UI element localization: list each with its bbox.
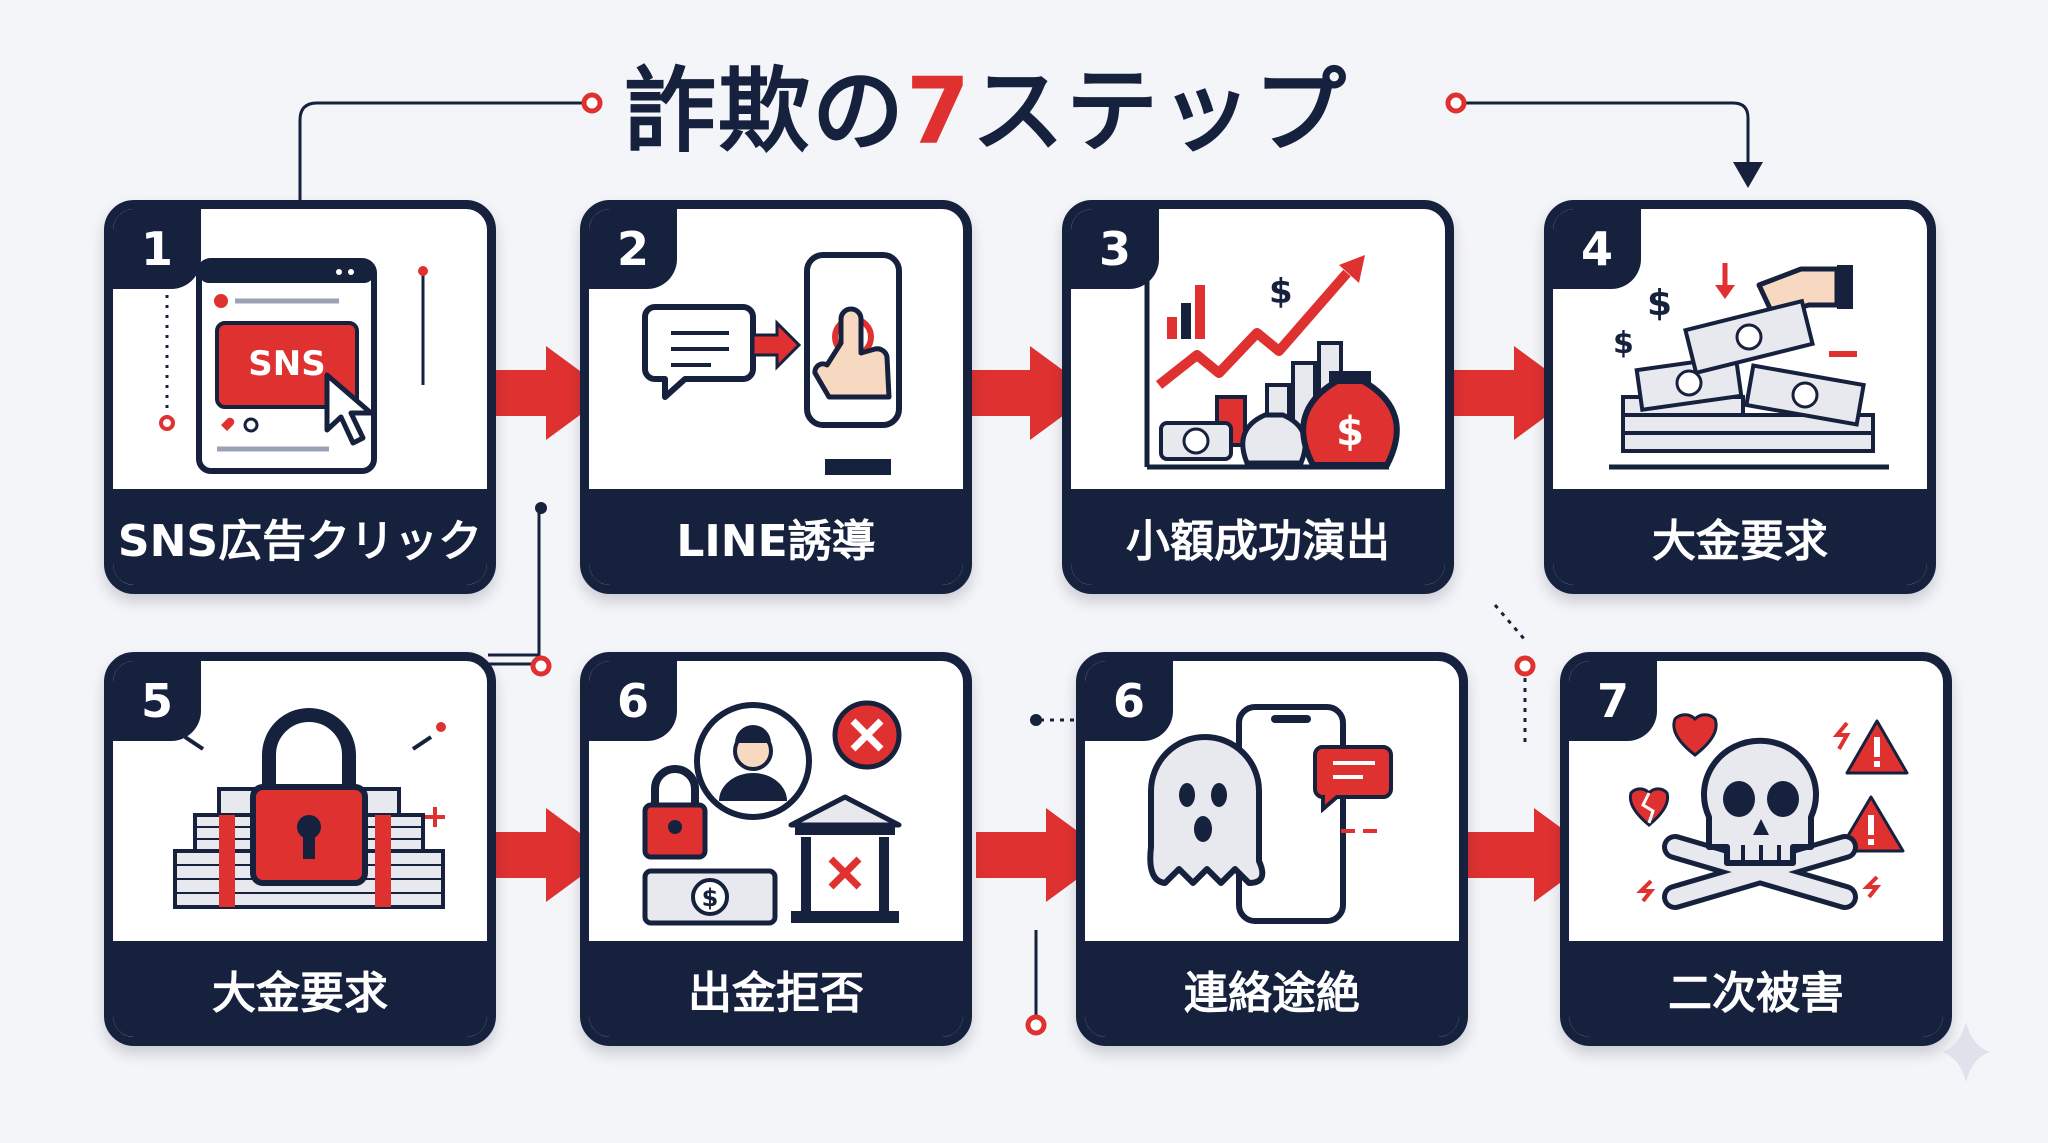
step-card-6b: 6 連絡途絶	[1076, 652, 1468, 1046]
title-number: 7	[906, 58, 973, 165]
step-label: 二次被害	[1569, 941, 1943, 1037]
connector-dot	[1030, 714, 1042, 726]
step-number: 4	[1553, 209, 1641, 289]
step-label: LINE誘導	[589, 489, 963, 585]
sns-ad-click-icon: SNS	[159, 258, 428, 474]
step-number: 2	[589, 209, 677, 289]
svg-text:SNS: SNS	[248, 344, 325, 384]
down-arrowhead	[1733, 162, 1763, 188]
step-number: 7	[1569, 661, 1657, 741]
step-label: 大金要求	[113, 941, 487, 1037]
flow-arrow	[960, 346, 1094, 440]
step-label: 連絡途絶	[1085, 941, 1459, 1037]
step-label: SNS広告クリック	[113, 489, 487, 585]
money-stacks-icon: $ $	[1609, 263, 1889, 470]
profit-chart-icon: $ $	[1144, 255, 1400, 470]
svg-text:$: $	[1647, 283, 1672, 324]
step-number: 6	[589, 661, 677, 741]
title-suffix: ステップ	[972, 58, 1349, 165]
withdrawal-denied-icon: $	[642, 700, 902, 926]
step-card-2: 2 LINE誘導	[580, 200, 972, 594]
skull-crossbones-icon	[1628, 713, 1909, 910]
connector-line	[488, 508, 541, 657]
locked-money-icon	[173, 708, 446, 909]
step-label: 小額成功演出	[1071, 489, 1445, 585]
svg-text:$: $	[1613, 326, 1634, 361]
flow-arrow	[476, 346, 610, 440]
connector-dot	[530, 655, 552, 677]
step-card-3: 3 $ $ 小額成功演出	[1062, 200, 1454, 594]
step-number: 5	[113, 661, 201, 741]
step-card-6: 6 $ 出金拒否	[580, 652, 972, 1046]
connector-line	[298, 101, 590, 200]
step-label: 出金拒否	[589, 941, 963, 1037]
step-label: 大金要求	[1553, 489, 1927, 585]
svg-text:$: $	[1336, 409, 1364, 455]
connector-line	[1456, 101, 1750, 170]
step-number: 1	[113, 209, 201, 289]
title-prefix: 詐欺の	[624, 58, 907, 165]
connector-dot	[535, 502, 547, 514]
connector-dot	[1025, 1014, 1047, 1036]
connector-dot	[581, 92, 603, 114]
ghost-phone-icon	[1147, 704, 1393, 924]
step-card-7: 7 二次被害	[1560, 652, 1952, 1046]
connector-line	[1493, 604, 1527, 641]
svg-text:$: $	[1269, 272, 1293, 312]
chat-to-phone-icon	[642, 252, 902, 475]
step-number: 3	[1071, 209, 1159, 289]
step-card-4: 4 $ $ 大金要求	[1544, 200, 1936, 594]
step-card-1: 1 SNS SNS広告クリック	[104, 200, 496, 594]
flow-arrow	[476, 808, 610, 902]
connector-dot	[1445, 92, 1467, 114]
connector-dot	[1514, 655, 1536, 677]
page-title: 詐欺の7ステップ	[624, 52, 1424, 172]
step-card-5: 5 大金要求	[104, 652, 496, 1046]
step-number: 6	[1085, 661, 1173, 741]
svg-text:$: $	[702, 884, 719, 912]
